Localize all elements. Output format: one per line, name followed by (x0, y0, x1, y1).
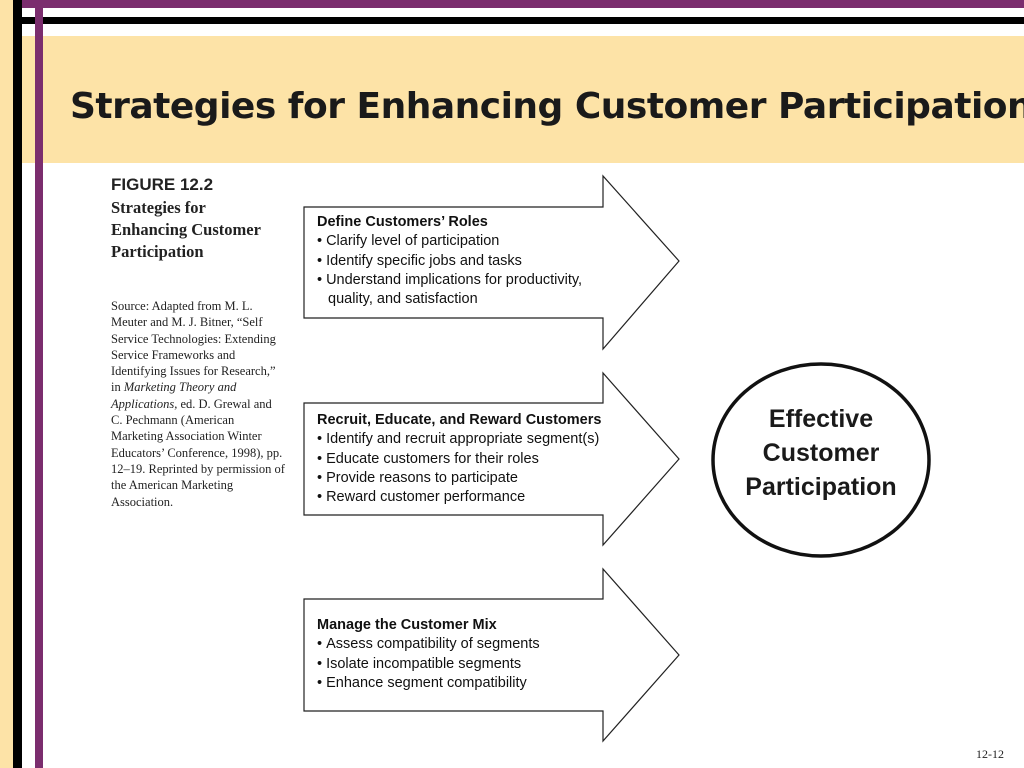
outcome-label: Effective Customer Participation (745, 405, 897, 501)
slide-title: Strategies for Enhancing Customer Partic… (70, 86, 1024, 127)
arrow-1-bullets: Clarify level of participation Identify … (317, 232, 607, 309)
arrow-3-bullet: Isolate incompatible segments (317, 655, 607, 674)
arrow-1-content: Define Customers’ Roles Clarify level of… (317, 213, 607, 309)
page-number: 12-12 (976, 747, 1004, 761)
source-text-1: Source: Adapted from M. L. Meuter and M.… (111, 299, 276, 395)
figure-caption: Strategies for Enhancing Customer Partic… (111, 198, 261, 261)
arrow-2-bullet: Provide reasons to participate (317, 469, 647, 488)
source-note: Source: Adapted from M. L. Meuter and M.… (111, 298, 286, 510)
left-cream-margin (0, 0, 13, 768)
top-purple-stripe (0, 0, 1024, 8)
source-text-2: ed. D. Grewal and C. Pechmann (American … (111, 396, 285, 509)
arrow-1-heading: Define Customers’ Roles (317, 214, 488, 230)
arrow-1-bullet: Identify specific jobs and tasks (317, 252, 607, 271)
outcome-circle (711, 362, 931, 558)
arrow-3-bullet: Assess compatibility of segments (317, 635, 607, 654)
title-band (0, 36, 1024, 163)
arrow-2-bullet: Reward customer performance (317, 488, 647, 507)
arrow-1-bullet: Understand implications for productivity… (317, 271, 598, 310)
arrow-3-bullets: Assess compatibility of segments Isolate… (317, 635, 607, 693)
arrow-2-bullet: Identify and recruit appropriate segment… (317, 430, 647, 449)
arrow-3-heading: Manage the Customer Mix (317, 617, 497, 633)
arrow-3-content: Manage the Customer Mix Assess compatibi… (317, 616, 607, 693)
arrow-2-bullets: Identify and recruit appropriate segment… (317, 430, 647, 507)
source-text-italic: Marketing Theory and Applications, (111, 380, 237, 411)
left-purple-stripe (35, 0, 43, 768)
arrow-2-bullet: Educate customers for their roles (317, 450, 647, 469)
arrow-1-bullet: Clarify level of participation (317, 232, 607, 251)
top-black-stripe (0, 17, 1024, 24)
left-black-stripe (13, 0, 22, 768)
arrow-3-bullet: Enhance segment compatibility (317, 674, 607, 693)
arrow-2-content: Recruit, Educate, and Reward Customers I… (317, 411, 647, 507)
arrow-2-heading: Recruit, Educate, and Reward Customers (317, 412, 602, 428)
figure-label: FIGURE 12.2 (111, 175, 214, 194)
